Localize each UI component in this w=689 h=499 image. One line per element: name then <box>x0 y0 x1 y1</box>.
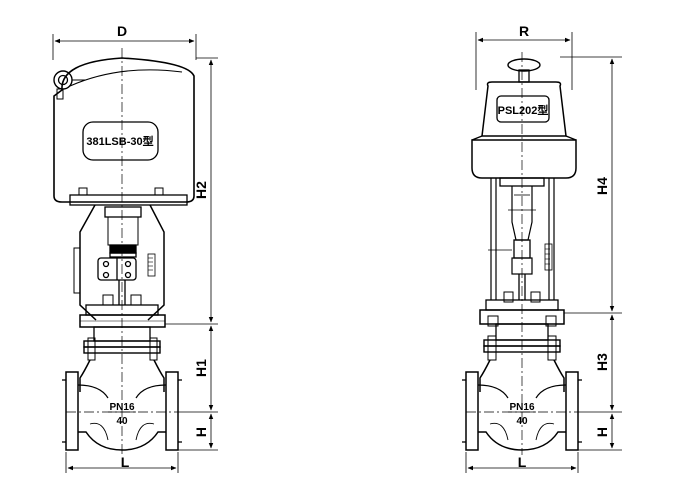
left-bonnet <box>83 326 161 361</box>
left-dim-h2-label: H2 <box>193 181 209 199</box>
left-yoke <box>73 204 166 328</box>
right-dimension-l <box>465 452 579 473</box>
right-pressure-rating: PN16 <box>509 402 534 413</box>
left-dim-h-label: H <box>193 427 209 437</box>
right-actuator-model-label: PSL202型 <box>498 103 549 117</box>
left-valve-body <box>62 359 182 451</box>
left-actuator-housing <box>53 57 195 206</box>
right-valve-assembly <box>462 32 622 473</box>
right-actuator-housing <box>471 58 577 179</box>
right-dim-h3-label: H3 <box>594 353 610 371</box>
dimension-d <box>52 34 197 60</box>
right-dim-h-label: H <box>594 427 610 437</box>
dimension-r <box>475 32 573 90</box>
left-dim-d-label: D <box>117 23 127 39</box>
left-nominal-size: 40 <box>116 416 128 427</box>
left-dim-h1-label: H1 <box>193 359 209 377</box>
left-pressure-rating: PN16 <box>109 402 134 413</box>
right-yoke <box>479 177 565 327</box>
right-dim-r-label: R <box>519 23 529 39</box>
right-bonnet <box>483 323 561 361</box>
left-height-dimensions <box>165 57 218 451</box>
left-actuator-model-label: 381LSB-30型 <box>86 134 153 148</box>
right-dim-l-label: L <box>518 454 527 470</box>
left-dim-l-label: L <box>121 454 130 470</box>
right-nominal-size: 40 <box>516 416 528 427</box>
left-valve-assembly <box>52 34 218 473</box>
right-dim-h4-label: H4 <box>594 177 610 195</box>
left-dimension-l <box>65 452 179 473</box>
right-height-dimensions <box>560 56 622 451</box>
